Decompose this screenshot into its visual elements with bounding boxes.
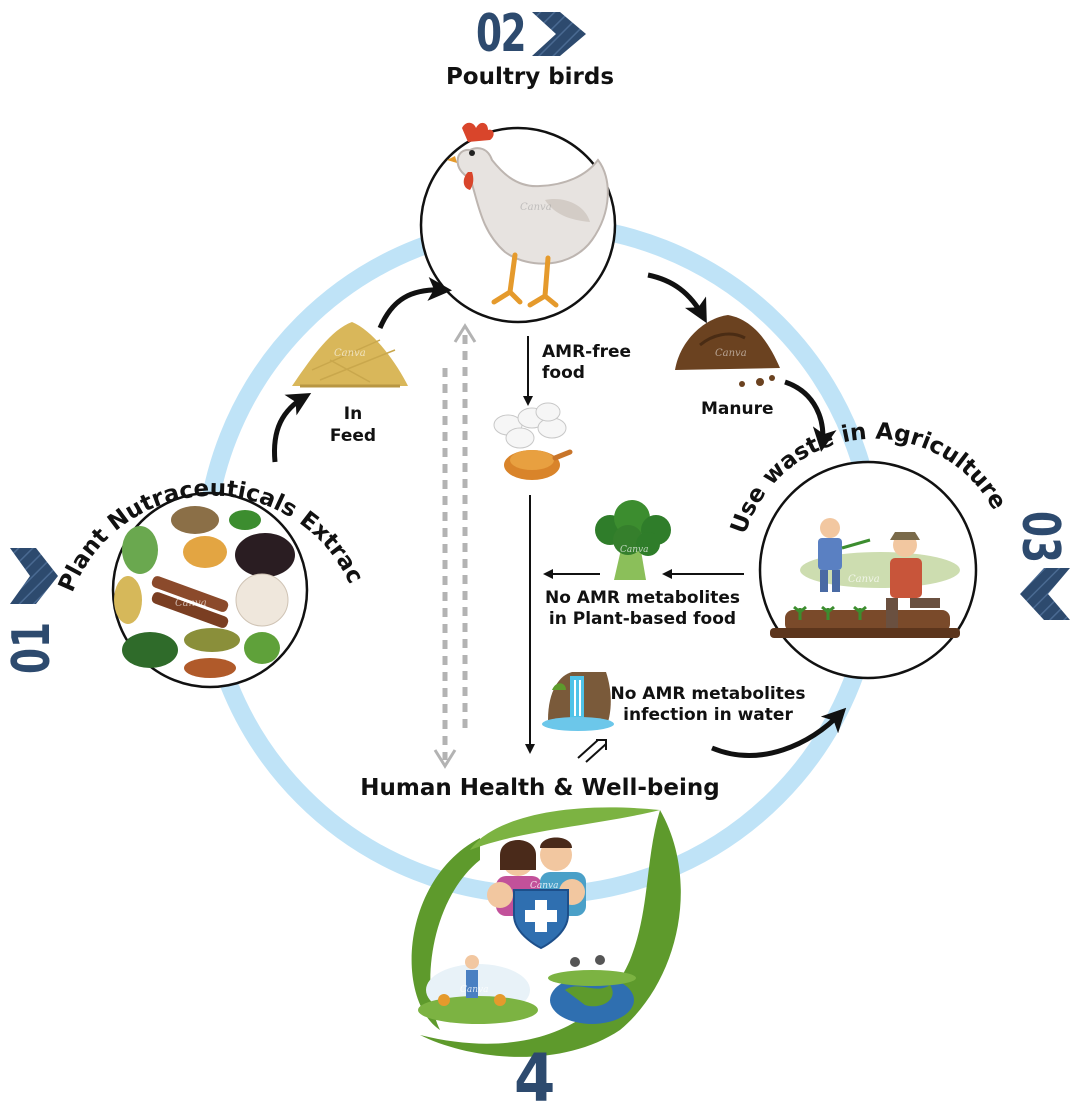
step-01-number: 01 xyxy=(2,621,62,674)
step-4-number: 4 xyxy=(514,1040,556,1117)
watermark-manure: Canva xyxy=(715,348,747,359)
feed-pile-icon xyxy=(292,322,408,388)
watermark-spices: Canva xyxy=(175,598,207,609)
amr-free-line1: AMR-free xyxy=(542,342,632,362)
water-line2: infection in water xyxy=(623,705,793,725)
watermark-feed: Canva xyxy=(334,348,366,359)
in-feed-line2: Feed xyxy=(329,426,377,446)
plant-food-line1: No AMR metabolites xyxy=(544,588,741,608)
watermark-farmers: Canva xyxy=(848,574,880,585)
watermark-chicken: Canva xyxy=(520,202,552,213)
step-4-title: Human Health & Well-being xyxy=(360,775,720,801)
agriculture-circle xyxy=(758,460,978,680)
step-03-chevron xyxy=(1020,568,1070,620)
water-double-arrow xyxy=(577,739,607,763)
plant-food-line2: in Plant-based food xyxy=(548,609,737,629)
poultry-circle xyxy=(419,122,617,324)
hen-icon xyxy=(447,122,609,308)
amr-free-line2: food xyxy=(542,363,585,383)
manure-icon xyxy=(675,315,780,387)
arrow-water-to-agriculture xyxy=(711,707,847,758)
earth-scene-icon xyxy=(548,955,636,1024)
waterfall-icon xyxy=(542,672,614,731)
step-01-chevron xyxy=(10,548,58,604)
watermark-family: Canva xyxy=(530,881,559,891)
arrow-poultry-to-manure xyxy=(647,272,707,324)
water-line1: No AMR metabolites xyxy=(610,684,806,704)
farmers-icon xyxy=(770,518,960,638)
farm-scene-icon xyxy=(418,955,538,1024)
water-label: No AMR metabolites infection in water xyxy=(603,684,813,726)
dashed-arrow-down-head xyxy=(433,749,457,769)
in-feed-line1: In xyxy=(343,404,363,424)
step-02-number: 02 xyxy=(476,4,526,64)
broccoli-icon xyxy=(595,500,671,580)
plant-extract-circle xyxy=(111,491,309,689)
step-03-number: 03 xyxy=(1010,511,1070,564)
arrow-feed-to-poultry xyxy=(377,277,452,329)
arrow-manure-to-agriculture xyxy=(784,379,837,452)
amr-free-food-label: AMR-free food xyxy=(542,342,631,384)
in-feed-label: In Feed xyxy=(318,403,388,447)
spices-icon xyxy=(114,506,295,678)
dashed-arrow-up-head xyxy=(453,323,477,343)
watermark-broccoli: Canva xyxy=(620,545,649,555)
manure-label: Manure xyxy=(701,399,774,419)
watermark-farm: Canva xyxy=(460,985,489,995)
eggs-food-icon xyxy=(493,402,573,480)
family-icon xyxy=(487,837,586,950)
arrow-extract-to-feed xyxy=(271,392,312,463)
step-02-chevron xyxy=(532,12,586,56)
human-health-circle xyxy=(411,807,681,1057)
plant-food-label: No AMR metabolites in Plant-based food xyxy=(535,588,750,630)
step-02-title: Poultry birds xyxy=(445,64,615,90)
